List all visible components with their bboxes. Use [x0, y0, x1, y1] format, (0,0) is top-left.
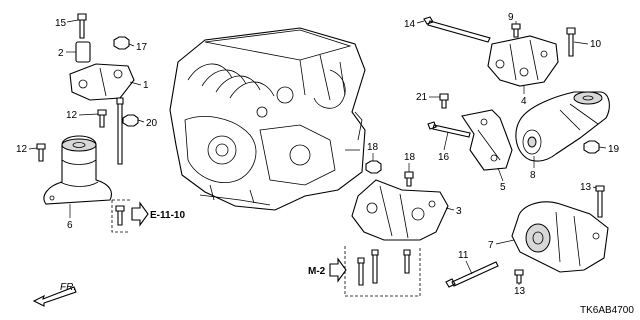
- callout-2: 2: [58, 48, 64, 59]
- bracket-4: [487, 35, 559, 87]
- bracket-3: [351, 179, 449, 241]
- bolt-12-left: [36, 143, 46, 162]
- callout-3: 3: [456, 206, 462, 217]
- front-label: FR.: [60, 282, 76, 293]
- mount-7: [511, 201, 609, 273]
- nut-17: [113, 36, 130, 50]
- callout-10: 10: [590, 39, 602, 50]
- lower-right-mount-group: [445, 185, 609, 288]
- bolt-16: [427, 121, 471, 138]
- bolt-14: [423, 16, 491, 43]
- reference-m-2: M-2: [308, 257, 347, 283]
- callout-5: 5: [500, 182, 506, 193]
- right-mount-group: [515, 91, 610, 162]
- callout-15: 15: [55, 18, 67, 29]
- upper-right-bracket-group: [423, 16, 576, 87]
- diagram-code: TK6AB4700: [580, 305, 634, 316]
- callout-17: 17: [136, 42, 148, 53]
- engine-assembly: [169, 27, 366, 211]
- callout-labels: 15 2 17 1 12 20 12 6 14 9 10 4 2: [16, 12, 620, 297]
- callout-9: 9: [508, 12, 514, 23]
- bolt-21: [439, 93, 449, 109]
- bolt-12-upper: [97, 109, 107, 128]
- callout-19: 19: [608, 144, 620, 155]
- callout-21: 21: [416, 92, 428, 103]
- bolt-11: [445, 261, 499, 288]
- nut-20: [122, 114, 139, 127]
- bracket-1: [69, 63, 135, 101]
- bolt-15: [77, 13, 87, 39]
- nut-19: [583, 140, 600, 154]
- bolt-13-upper: [595, 185, 605, 218]
- callout-12-upper: 12: [66, 110, 78, 121]
- front-direction-indicator: FR.: [32, 282, 77, 307]
- callout-11: 11: [458, 250, 469, 261]
- bracket-5: [461, 109, 513, 171]
- engine-mount-6: [43, 135, 113, 205]
- center-bracket-group: [344, 160, 449, 297]
- bolt-13-lower: [514, 269, 524, 284]
- nut-18-left: [365, 160, 382, 174]
- bolt-10: [566, 27, 576, 57]
- callout-1: 1: [143, 80, 149, 91]
- bolt-9: [511, 23, 521, 38]
- callout-4: 4: [521, 96, 527, 107]
- reference-e-11-10-label: E-11-10: [150, 210, 185, 221]
- callout-13-lower: 13: [514, 286, 526, 297]
- callout-7: 7: [488, 240, 494, 251]
- callout-8: 8: [530, 170, 536, 181]
- bolt-long-left: [116, 97, 124, 165]
- collar-2: [75, 41, 91, 63]
- callout-18-left: 18: [367, 142, 379, 153]
- callout-20: 20: [146, 118, 158, 129]
- callout-16: 16: [438, 152, 450, 163]
- callout-12-left: 12: [16, 144, 28, 155]
- bolt-18-right: [404, 171, 414, 187]
- left-engine-mount-group: [36, 13, 139, 233]
- mount-8: [515, 91, 610, 162]
- callout-14: 14: [404, 19, 416, 30]
- callout-13-upper: 13: [580, 182, 592, 193]
- reference-e-11-10: E-11-10: [131, 201, 185, 227]
- callout-18-right: 18: [404, 152, 416, 163]
- reference-m-2-label: M-2: [308, 266, 326, 277]
- callout-6: 6: [67, 220, 73, 231]
- front-arrow-icon: [32, 286, 77, 307]
- middle-bracket-group: [427, 93, 513, 171]
